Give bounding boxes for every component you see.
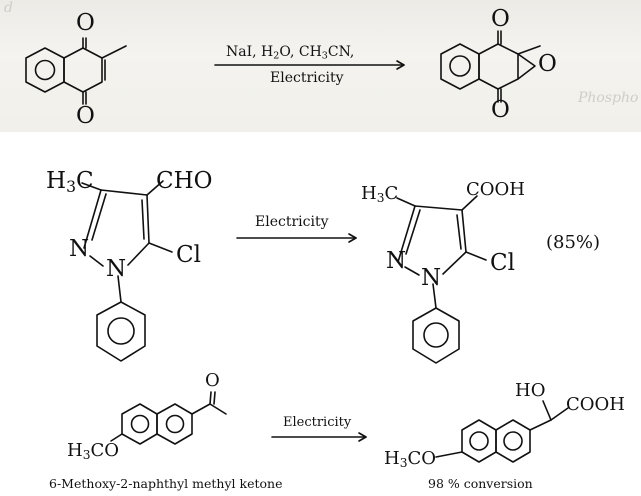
quinone-ring [64,48,102,92]
carboxylic-acid-label: COOH [566,394,625,415]
epoxide-ring [518,54,535,79]
methyl-bond [102,46,126,58]
hydroxy-label: HO [515,380,546,401]
naphthyl-ketone-structure [111,392,226,444]
ring-nitrogen-label: N [69,236,90,262]
reaction-conditions-label: Electricity [255,214,329,230]
carboxylic-acid-label: COOH [466,179,525,200]
methoxy-label: H3CO [67,440,120,463]
carbonyl-oxygen-label: O [76,103,95,129]
carbonyl-oxygen-label: O [205,370,220,391]
ring-nitrogen-label: N [386,248,407,274]
arrow-1 [215,61,404,69]
naphthyl-hydroxy-acid-structure [436,401,568,462]
reaction-conditions-label: Electricity [270,70,344,86]
epoxide-oxygen-label: O [538,51,557,77]
ring-nitrogen-label: N [106,256,127,282]
chloro-label: Cl [490,250,515,276]
ring-nitrogen-label: N [421,265,442,291]
arrow-3 [272,433,366,441]
carbonyl-oxygen-label: O [491,6,510,32]
ghost-text: Phospho [578,90,639,106]
methyl-label: H3C [361,183,399,206]
aldehyde-label: CHO [156,168,213,194]
carbonyl-oxygen-label: O [76,10,95,36]
conversion-label: 98 % conversion [428,476,533,491]
chloro-label: Cl [176,242,201,268]
compound-name-label: 6-Methoxy-2-naphthyl methyl ketone [49,476,283,491]
epoxide-product-structure [441,31,540,102]
yield-label: (85%) [546,232,601,253]
menadione-structure [26,38,126,104]
arrow-2 [237,234,356,242]
reaction-conditions-label: NaI, H2O, CH3CN, [226,44,355,62]
methyl-label: H3C [46,168,94,196]
methoxy-label: H3CO [384,448,437,471]
reaction-conditions-label: Electricity [283,415,352,430]
carbonyl-oxygen-label: O [491,97,510,123]
pyrazole-acid-structure [397,196,486,363]
phenyl-ring [97,302,145,361]
ghost-text: d [4,0,13,16]
pyrazole-aldehyde-structure [82,181,172,361]
